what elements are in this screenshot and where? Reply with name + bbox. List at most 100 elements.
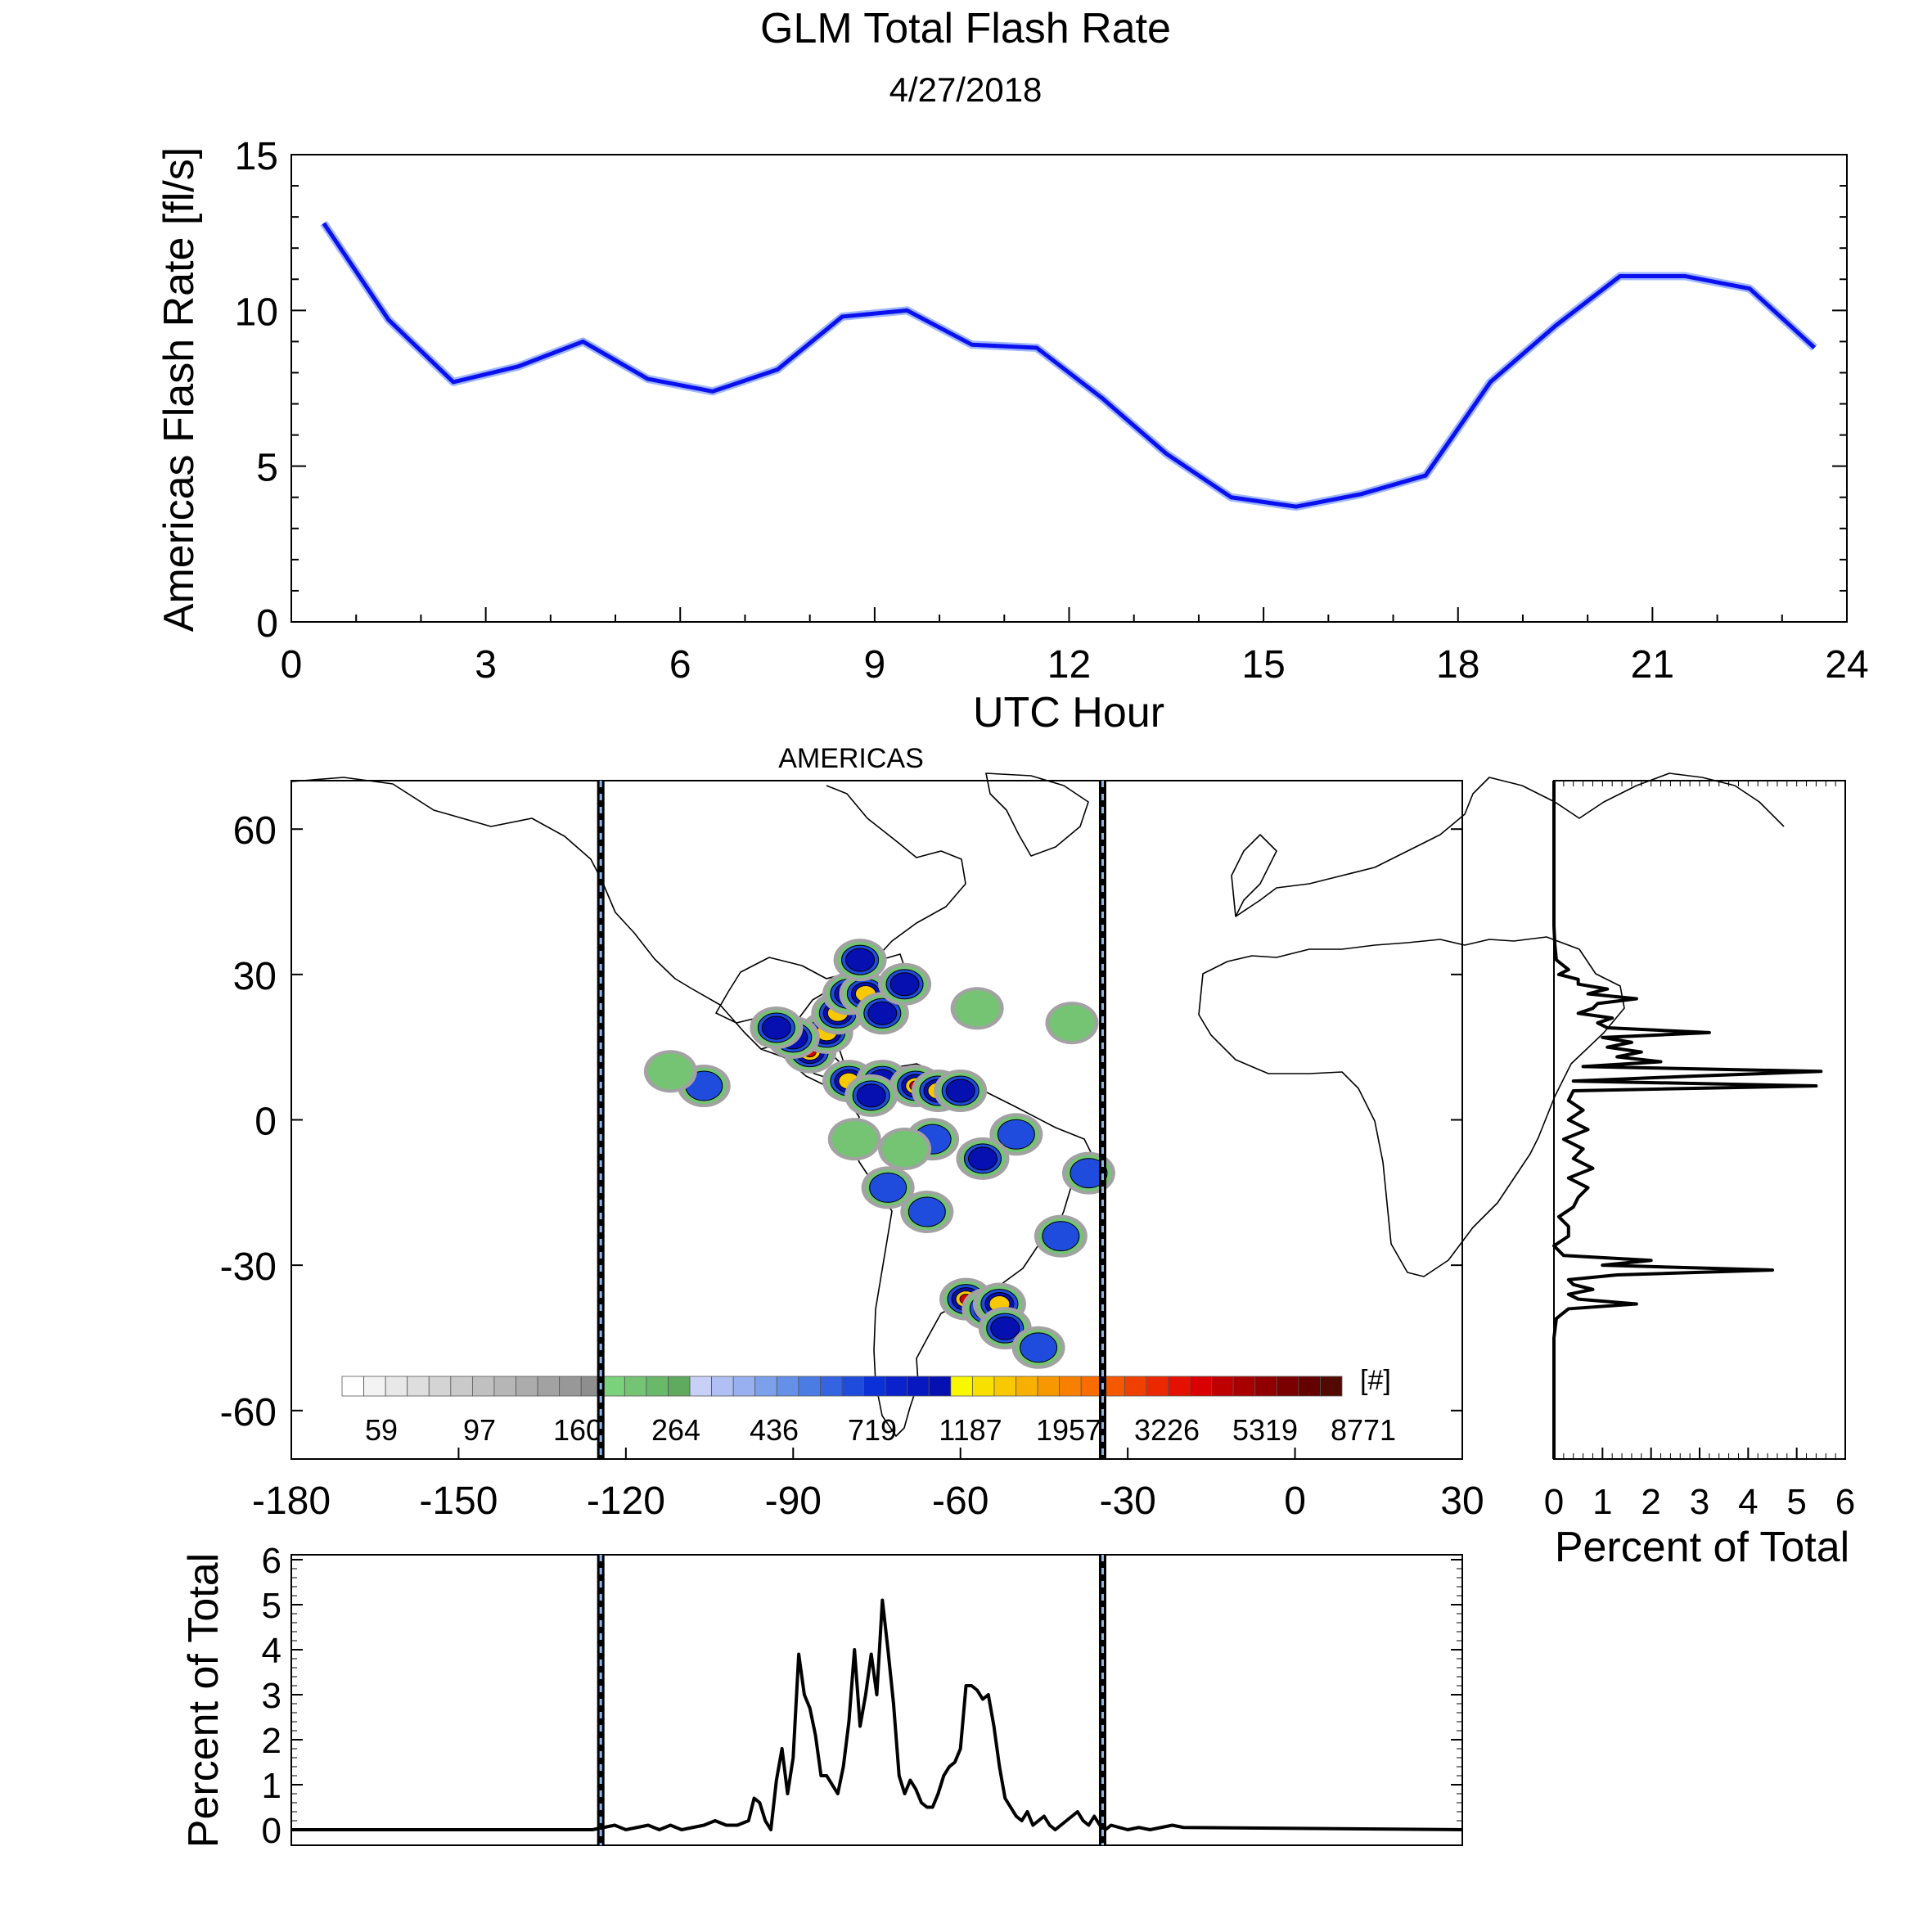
colorbar-swatch [776,1376,799,1397]
colorbar-swatch [1189,1376,1213,1397]
latitude-profile-x-tick-label: 4 [1738,1482,1758,1522]
flash-density-cell [869,1172,907,1203]
map-x-tick-label: 30 [1440,1479,1484,1523]
latitude-profile-x-tick-label: 2 [1641,1482,1660,1522]
colorbar-swatch [668,1376,691,1397]
colorbar-swatch [1016,1376,1038,1397]
colorbar-swatch [385,1376,408,1397]
colorbar-label: 97 [463,1413,496,1447]
colorbar-label: 8771 [1331,1413,1396,1447]
colorbar-swatch [1211,1376,1234,1397]
colorbar-swatch [450,1376,473,1397]
flash-density-cell [990,1316,1020,1340]
flash-rate-x-tick-label: 15 [1241,643,1285,687]
colorbar-swatch [798,1376,821,1397]
flash-density-cell [997,1119,1035,1150]
colorbar-swatch [1059,1376,1082,1397]
colorbar-swatch [711,1376,734,1397]
longitude-profile-y-label: Percent of Total [180,1553,227,1848]
colorbar-swatch [863,1376,886,1397]
colorbar-swatch [1320,1376,1343,1397]
colorbar-swatch [689,1376,713,1397]
colorbar-swatch [624,1376,647,1397]
flash-rate-x-tick-label: 3 [475,643,497,687]
flash-density-cell [1070,1158,1108,1189]
colorbar-swatch [732,1376,756,1397]
map-plot-frame [290,780,1463,1460]
colorbar-swatch [516,1376,538,1397]
longitude-profile-y-tick-label: 4 [262,1631,281,1671]
flash-rate-x-tick-label: 9 [864,643,886,687]
colorbar-swatch [559,1376,582,1397]
colorbar-swatch [820,1376,843,1397]
flash-density-cell [967,1146,998,1171]
map-y-tick-label: -30 [220,1245,277,1289]
map-x-tick-label: 0 [1284,1479,1306,1523]
coastline-greenland [985,772,1089,857]
longitude-profile-y-tick-label: 2 [262,1721,281,1761]
longitude-profile-y-tick-label: 0 [262,1811,281,1851]
flash-rate-y-tick-label: 5 [256,447,278,490]
latitude-profile-x-tick-label: 6 [1835,1482,1855,1522]
colorbar-swatch [1168,1376,1191,1397]
figure-title: GLM Total Flash Rate [760,5,1171,52]
flash-rate-plot-frame [290,154,1848,623]
longitude-profile-frame [290,1554,1463,1846]
flash-rate-x-tick-label: 24 [1825,643,1868,687]
colorbar-label: 1187 [939,1413,1002,1447]
colorbar-swatch [537,1376,561,1397]
colorbar-swatch [602,1376,625,1397]
longitude-profile-y-tick-label: 3 [262,1676,281,1716]
colorbar-label: 3226 [1134,1413,1200,1447]
flash-density-cell [882,1131,928,1168]
colorbar-label: 5319 [1232,1413,1298,1447]
colorbar-swatch [1124,1376,1147,1397]
flash-rate-x-label: UTC Hour [973,689,1164,736]
flash-rate-line [322,222,1817,509]
flash-density-cell [907,1196,946,1227]
coastline-africa-europe [1198,772,1785,1277]
colorbar-label: 719 [848,1413,897,1447]
flash-density-cell [856,1083,886,1108]
flash-density-cell [761,1016,791,1040]
colorbar-label: 1957 [1036,1413,1101,1447]
colorbar-swatch [993,1376,1016,1397]
flash-density-cell [647,1053,693,1090]
flash-density-cell [1042,1221,1080,1252]
colorbar-swatch [428,1376,452,1397]
map-x-tick-label: -150 [419,1479,498,1523]
colorbar-unit: [#] [1360,1365,1391,1396]
flash-rate-x-tick-label: 21 [1631,643,1674,687]
flash-rate-x-tick-label: 6 [669,643,691,687]
map-x-tick-label: -120 [587,1479,665,1523]
longitude-profile-line [291,1598,1463,1831]
flash-rate-line-glow [320,220,1817,511]
colorbar-swatch [1254,1376,1277,1397]
flash-density-cell [845,948,876,972]
map-title: AMERICAS [778,743,924,774]
map-x-tick-label: -30 [1099,1479,1155,1523]
latitude-profile-line [1552,781,1823,1459]
latitude-profile-x-tick-label: 1 [1592,1482,1612,1522]
colorbar-swatch [646,1376,669,1397]
flash-density-cell [1049,1005,1095,1042]
flash-rate-x-tick-label: 18 [1436,643,1479,687]
longitude-profile-y-tick-label: 6 [262,1541,281,1581]
map-x-tick-label: -60 [932,1479,989,1523]
colorbar-swatch [928,1376,952,1397]
colorbar-swatch [1146,1376,1169,1397]
map-y-tick-label: 0 [254,1101,277,1144]
colorbar-label: 264 [651,1413,700,1447]
longitude-profile-y-tick-label: 1 [262,1766,281,1806]
colorbar-swatch [407,1376,430,1397]
map-y-tick-label: 60 [233,809,277,853]
colorbar-swatch [471,1376,495,1397]
colorbar-swatch [971,1376,995,1397]
flash-density-cell [867,1001,898,1025]
coastline-north-america [291,777,966,1097]
flash-density-cell [945,1079,975,1103]
colorbar-swatch [1298,1376,1321,1397]
